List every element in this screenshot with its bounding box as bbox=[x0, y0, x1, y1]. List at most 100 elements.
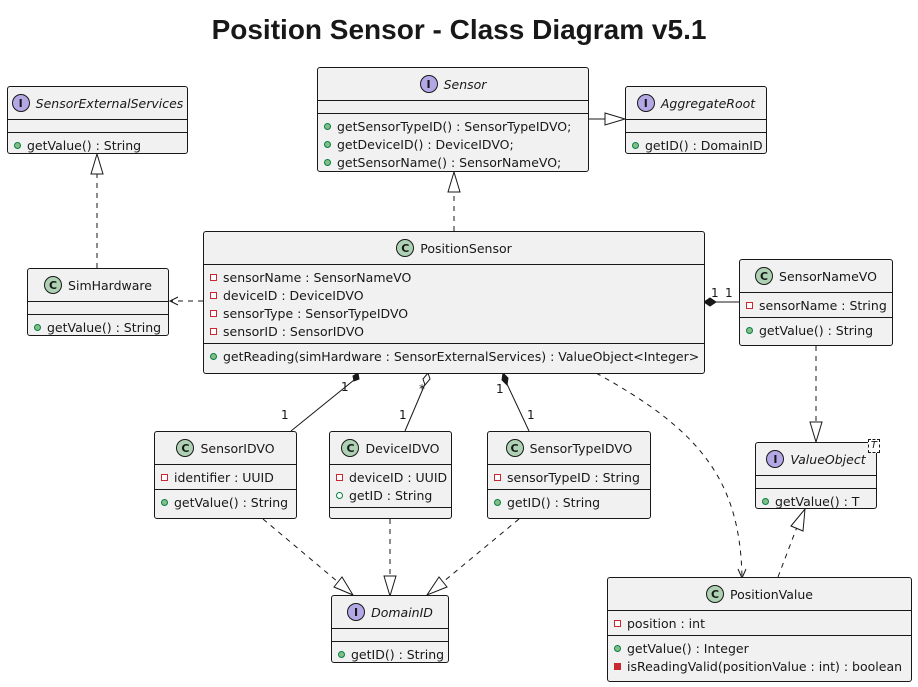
box-name: SensorIDVO bbox=[200, 440, 275, 456]
method-text: getSensorName() : SensorNameVO; bbox=[337, 154, 562, 170]
realization-sensor-id-to-domain-id bbox=[262, 518, 339, 583]
methods-section: getSensorTypeID() : SensorTypeIDVO; getDe… bbox=[318, 113, 588, 174]
composition-sensor-id bbox=[290, 379, 355, 432]
field-row: getID : String bbox=[336, 486, 445, 504]
class-badge-icon: C bbox=[706, 585, 724, 603]
method-text: getReading(simHardware : SensorExternalS… bbox=[223, 348, 700, 364]
box-name: Sensor bbox=[443, 76, 487, 92]
method-row: getValue() : String bbox=[34, 318, 162, 336]
fields-section bbox=[8, 119, 187, 132]
methods-section: getValue() : String bbox=[155, 489, 296, 514]
method-row: isReadingValid(positionValue : int) : bo… bbox=[614, 657, 905, 675]
methods-section: getValue() : T bbox=[756, 488, 876, 513]
field-row: sensorID : SensorIDVO bbox=[210, 322, 698, 340]
realization-sensor-type-id-to-domain-id bbox=[442, 518, 520, 583]
field-text: sensorTypeID : String bbox=[507, 469, 640, 485]
method-row: getID() : DomainID bbox=[632, 136, 763, 154]
field-text: position : int bbox=[627, 615, 705, 631]
multiplicity-label: 1 bbox=[496, 382, 504, 396]
field-row: sensorName : SensorNameVO bbox=[210, 268, 698, 286]
fields-section bbox=[318, 100, 588, 113]
interface-sensor: I Sensor getSensorTypeID() : SensorTypeIDV… bbox=[317, 67, 589, 172]
public-visibility-icon bbox=[210, 352, 217, 360]
box-header: C PositionValue bbox=[608, 578, 911, 610]
methods-section: getID() : DomainID bbox=[626, 132, 766, 157]
fields-section bbox=[28, 301, 168, 314]
class-badge-icon: C bbox=[755, 267, 774, 285]
multiplicity-label: 1 bbox=[725, 286, 733, 300]
class-badge-icon: C bbox=[176, 439, 195, 457]
method-text: getDeviceID() : DeviceIDVO; bbox=[337, 136, 514, 152]
box-header: C SensorIDVO bbox=[155, 432, 296, 464]
field-text: getID : String bbox=[349, 487, 433, 503]
private-visibility-icon bbox=[336, 473, 343, 481]
box-name: DomainID bbox=[371, 604, 433, 620]
method-text: getID() : String bbox=[351, 646, 445, 662]
aggregation-diamond bbox=[422, 371, 431, 387]
multiplicity-label: 1 bbox=[711, 286, 719, 300]
box-name: ValueObject bbox=[790, 451, 866, 467]
method-row: getSensorName() : SensorNameVO; bbox=[324, 153, 582, 171]
dependency-position-sensor-to-position-value bbox=[595, 372, 743, 578]
realization-arrowhead bbox=[425, 576, 448, 597]
method-text: getValue() : Integer bbox=[627, 640, 749, 656]
method-row: getReading(simHardware : SensorExternalS… bbox=[210, 347, 700, 365]
box-name: SensorTypeIDVO bbox=[529, 440, 633, 456]
realization-arrowhead bbox=[809, 421, 823, 444]
composition-diamond bbox=[352, 372, 360, 382]
fields-section: position : int bbox=[608, 610, 911, 635]
method-row: getID() : String bbox=[338, 645, 445, 663]
field-text: deviceID : UUID bbox=[349, 469, 448, 485]
class-sensor-id-vo: C SensorIDVO identifier : UUID getValue() :… bbox=[154, 431, 297, 519]
multiplicity-label: * bbox=[419, 382, 425, 396]
generalization-arrowhead bbox=[604, 112, 627, 126]
methods-section: getID() : String bbox=[488, 489, 650, 514]
box-name: SimHardware bbox=[68, 277, 152, 293]
public-visibility-icon bbox=[746, 326, 753, 334]
method-row: getValue() : String bbox=[746, 321, 886, 339]
interface-badge-icon: I bbox=[419, 75, 438, 93]
fields-section bbox=[626, 119, 766, 132]
box-name: PositionValue bbox=[730, 586, 813, 602]
box-header: I Sensor bbox=[318, 68, 588, 100]
field-row: deviceID : UUID bbox=[336, 468, 448, 486]
public-visibility-icon bbox=[494, 498, 501, 506]
field-text: sensorName : String bbox=[759, 297, 887, 313]
field-row: sensorName : String bbox=[746, 296, 887, 314]
method-text: isReadingValid(positionValue : int) : bo… bbox=[627, 658, 903, 674]
method-row: getValue() : T bbox=[762, 492, 870, 510]
methods-section: getValue() : String bbox=[740, 317, 892, 342]
public-visibility-icon bbox=[161, 498, 168, 506]
methods-section: getValue() : String bbox=[8, 132, 187, 157]
method-text: getValue() : String bbox=[27, 137, 142, 153]
type-parameter: T bbox=[867, 439, 880, 453]
public-visibility-icon bbox=[324, 140, 331, 148]
multiplicity-label: 1 bbox=[527, 408, 535, 422]
methods-section: getValue() : Integer isReadingValid(posit… bbox=[608, 635, 911, 678]
public-visibility-icon bbox=[34, 323, 41, 331]
field-text: deviceID : DeviceIDVO bbox=[223, 287, 364, 303]
dependency-arrowhead bbox=[168, 296, 179, 306]
field-text: identifier : UUID bbox=[174, 469, 274, 485]
composition-diamond bbox=[501, 371, 509, 387]
public-visibility-icon bbox=[762, 497, 769, 505]
method-text: getSensorTypeID() : SensorTypeIDVO; bbox=[337, 118, 572, 134]
method-row: getValue() : Integer bbox=[614, 639, 905, 657]
field-row: sensorTypeID : String bbox=[494, 468, 644, 486]
public-visibility-icon bbox=[336, 491, 343, 499]
public-visibility-icon bbox=[324, 122, 331, 130]
public-visibility-icon bbox=[324, 158, 331, 166]
class-badge-icon: C bbox=[505, 439, 524, 457]
methods-section bbox=[330, 507, 451, 520]
fields-section: sensorTypeID : String bbox=[488, 464, 650, 489]
field-row: deviceID : DeviceIDVO bbox=[210, 286, 698, 304]
private-visibility-icon bbox=[494, 473, 501, 481]
composition-diamond bbox=[703, 297, 717, 307]
